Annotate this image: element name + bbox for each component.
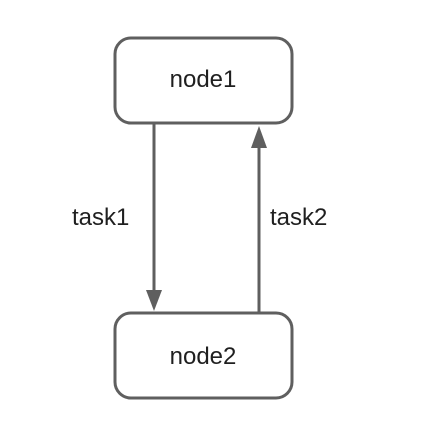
arrow-down-icon <box>146 290 162 311</box>
node-node1[interactable]: node1 <box>113 36 294 125</box>
node2-box <box>113 311 294 400</box>
edge-task1-label: task1 <box>72 204 129 231</box>
node1-box <box>113 36 294 125</box>
arrow-up-icon <box>251 126 267 148</box>
node1-label: node1 <box>170 66 237 93</box>
node2-label: node2 <box>170 343 237 370</box>
edge-task2-label: task2 <box>270 204 327 231</box>
node-node2[interactable]: node2 <box>113 311 294 400</box>
edge-task1[interactable] <box>146 123 162 311</box>
edge-task2[interactable] <box>251 126 267 313</box>
